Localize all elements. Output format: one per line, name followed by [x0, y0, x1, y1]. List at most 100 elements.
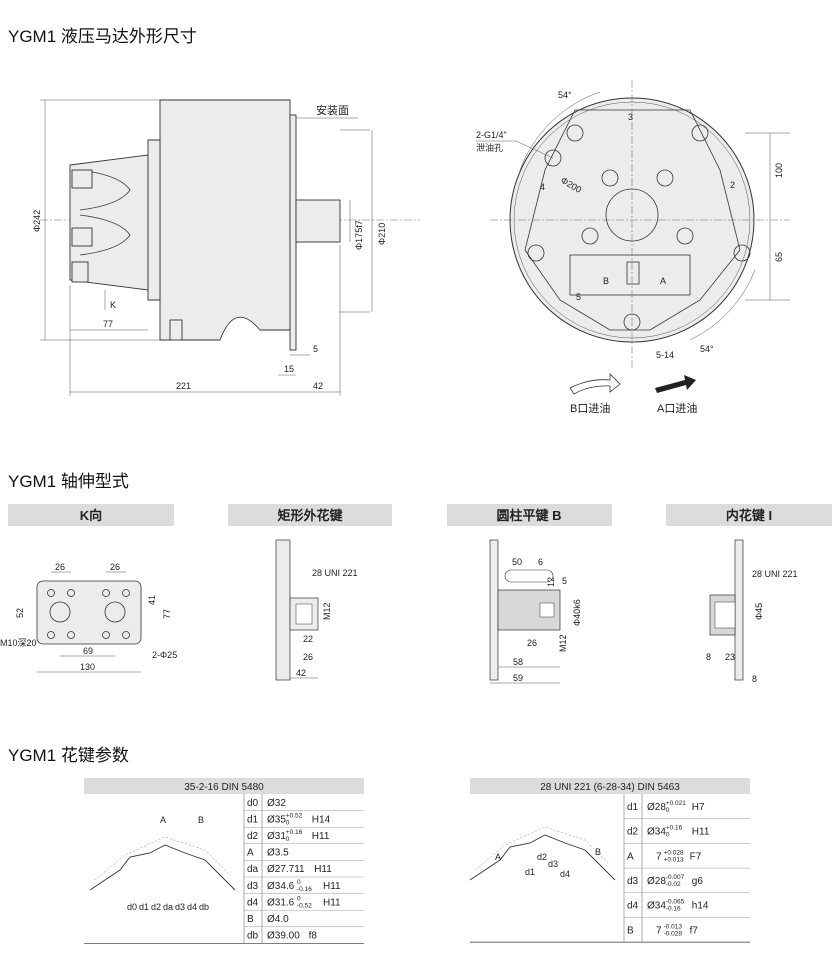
dim-65: 65 [774, 252, 784, 262]
row-value: Ø34 [647, 827, 666, 838]
row-upper-tol: +0.16 [286, 829, 303, 836]
k-dim-130: 130 [80, 662, 95, 672]
k-dim-26a: 26 [55, 562, 65, 572]
mark-5: 5 [576, 292, 581, 302]
figure-label: d1 [139, 902, 149, 912]
row-value: Ø3.5 [267, 848, 289, 859]
row-key: d1 [247, 814, 259, 825]
k-view-drawing: 26 26 52 41 77 M10深20 69 130 2-Φ25 [0, 562, 177, 673]
row-value: Ø34 [647, 901, 666, 912]
figure-label: db [199, 902, 209, 912]
mark-4: 4 [540, 182, 545, 192]
row-upper-tol: 0 [297, 879, 301, 886]
spline-table-title: 28 UNI 221 (6-28-34) DIN 5463 [540, 782, 680, 793]
figure-label: d3 [175, 902, 185, 912]
row-fit: H14 [312, 814, 331, 825]
key-dim-26: 26 [527, 638, 537, 648]
key-dim-5: 5 [562, 576, 567, 586]
row-upper-tol: -0.007 [666, 874, 685, 881]
figure-label: da [163, 902, 173, 912]
row-lower-tol: 0 [286, 836, 290, 843]
key-dim-50: 50 [512, 557, 522, 567]
dim-5: 5 [313, 344, 318, 354]
k-dim-41: 41 [147, 595, 157, 605]
mark-2: 2 [730, 180, 735, 190]
row-key: A [627, 851, 634, 862]
inner-dim-23: 23 [725, 652, 735, 662]
k-dim-69: 69 [83, 646, 93, 656]
table-row: da Ø27.711 H11 [244, 864, 364, 878]
rect-dim-26: 26 [303, 652, 313, 662]
row-key: db [247, 931, 259, 942]
row-lower-tol: -0.028 [664, 930, 683, 937]
row-key: da [247, 864, 259, 875]
k-thread-m10: M10深20 [0, 638, 37, 648]
spline-table-title: 35-2-16 DIN 5480 [184, 782, 264, 793]
key-dim-6: 6 [538, 557, 543, 567]
figure-label: d2 [151, 902, 161, 912]
a-inlet-arrow-icon [655, 375, 696, 393]
row-key: B [627, 925, 634, 936]
section-title-dimensions: YGM1 液压马达外形尺寸 [8, 27, 197, 46]
inner-dia-45: Φ45 [754, 603, 764, 620]
inner-spline-drawing: 28 UNI 221 Φ45 8 23 8 [706, 539, 798, 684]
rect-spline-m12: M12 [322, 602, 332, 620]
row-key: d4 [627, 901, 639, 912]
dim-dia-242: Φ242 [32, 210, 42, 232]
row-key: A [247, 848, 254, 859]
row-value: Ø27.711 [267, 864, 305, 875]
row-value: Ø28 [647, 876, 666, 887]
row-upper-tol: +0.028 [664, 849, 684, 856]
dim-dia-175f7: Φ175f7 [354, 220, 364, 250]
port-b-label: B [603, 276, 609, 286]
dim-100: 100 [774, 163, 784, 178]
row-value: 7 [656, 925, 662, 936]
row-key: d4 [247, 897, 259, 908]
row-lower-tol: -0.02 [666, 881, 681, 888]
row-upper-tol: -0.013 [664, 923, 683, 930]
row-fit: H11 [323, 897, 341, 908]
row-key: d2 [627, 827, 639, 838]
row-upper-tol: +0.021 [666, 800, 686, 807]
key-b-drawing: 50 6 12 5 Φ40k6 M12 26 58 59 [489, 539, 582, 684]
row-fit: H11 [692, 827, 710, 838]
label-mount-face: 安装面 [316, 103, 349, 117]
dim-77: 77 [103, 319, 113, 329]
drain-port-spec: 2-G1/4" [476, 130, 507, 140]
dim-5-14: 5-14 [656, 350, 674, 360]
port-a-label: A [660, 276, 666, 286]
rect-spline-spec: 28 UNI 221 [312, 568, 358, 578]
row-value: Ø31 [267, 831, 286, 842]
figure-label: B [595, 847, 601, 857]
row-fit: F7 [690, 851, 702, 862]
b-inlet-label: B口进油 [570, 401, 610, 415]
row-fit: f8 [309, 931, 318, 942]
row-upper-tol: +0.52 [286, 812, 303, 819]
row-fit: H11 [314, 864, 332, 875]
row-fit: f7 [690, 925, 699, 936]
row-upper-tol: +0.16 [666, 825, 683, 832]
row-lower-tol: -0.16 [666, 906, 681, 913]
figure-label: d4 [187, 902, 197, 912]
figure-label: A [160, 815, 166, 825]
label-k-view: K [110, 300, 116, 310]
k-dim-26b: 26 [110, 562, 120, 572]
row-value: Ø4.0 [267, 914, 289, 925]
figure-label: d1 [525, 867, 535, 877]
row-key: B [247, 914, 254, 925]
row-fit: H7 [692, 802, 705, 813]
row-lower-tol: +0.013 [664, 856, 684, 863]
figure-label: d4 [560, 869, 570, 879]
